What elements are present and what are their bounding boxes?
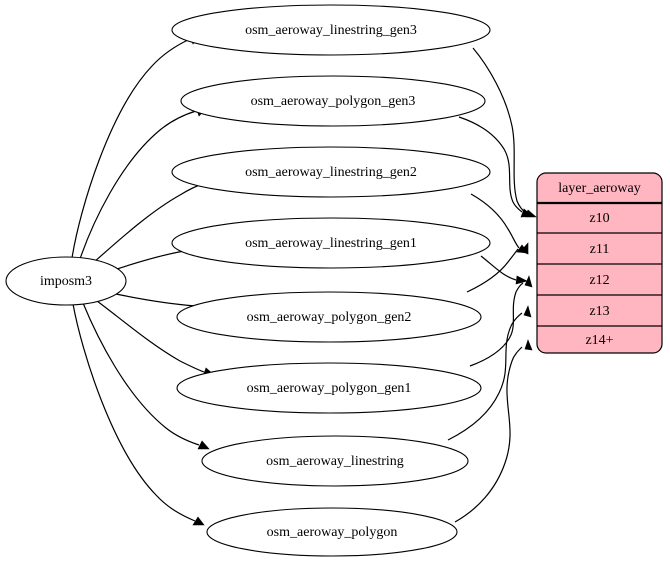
layer_aeroway-row-z10[interactable]: z10: [589, 211, 609, 226]
osm_aeroway_linestring_gen3-label: osm_aeroway_linestring_gen3: [245, 23, 417, 38]
osm_aeroway_linestring_gen1-label: osm_aeroway_linestring_gen1: [245, 236, 417, 251]
osm_aeroway_polygon-ellipse[interactable]: [206, 507, 458, 557]
osm_aeroway_polygon_gen3-label: osm_aeroway_polygon_gen3: [251, 94, 416, 109]
osm_aeroway_polygon_gen1-ellipse[interactable]: [176, 362, 482, 414]
node-imposm3[interactable]: imposm3: [5, 256, 127, 306]
osm_aeroway_linestring-label: osm_aeroway_linestring: [266, 454, 404, 469]
node-osm_aeroway_polygon_gen1[interactable]: osm_aeroway_polygon_gen1: [176, 362, 482, 414]
node-osm_aeroway_polygon_gen2[interactable]: osm_aeroway_polygon_gen2: [176, 291, 482, 343]
node-osm_aeroway_polygon[interactable]: osm_aeroway_polygon: [206, 507, 458, 557]
osm_aeroway_polygon_gen2-ellipse[interactable]: [176, 291, 482, 343]
osm_aeroway_linestring_gen3-ellipse[interactable]: [171, 4, 491, 56]
node-osm_aeroway_linestring[interactable]: osm_aeroway_linestring: [201, 435, 469, 487]
edge-osm_aeroway_polygon-to-z14: [454, 339, 533, 523]
osm_aeroway_linestring_gen1-ellipse[interactable]: [171, 217, 491, 269]
node-osm_aeroway_linestring_gen3[interactable]: osm_aeroway_linestring_gen3: [171, 4, 491, 56]
node-osm_aeroway_linestring_gen2[interactable]: osm_aeroway_linestring_gen2: [171, 146, 491, 198]
osm_aeroway_polygon_gen2-label: osm_aeroway_polygon_gen2: [247, 310, 412, 325]
edge-osm_aeroway_linestring_gen3-to-z10: [472, 47, 537, 218]
osm_aeroway_linestring_gen2-ellipse[interactable]: [171, 146, 491, 198]
edge-osm_aeroway_linestring-to-z13: [447, 305, 532, 441]
node-osm_aeroway_polygon_gen3[interactable]: osm_aeroway_polygon_gen3: [180, 75, 486, 127]
osm_aeroway_polygon_gen3-ellipse[interactable]: [180, 75, 486, 127]
edge-osm_aeroway_polygon_gen2-to-z11: [466, 242, 529, 293]
osm_aeroway_polygon-label: osm_aeroway_polygon: [267, 525, 398, 540]
layer_aeroway-row-z11[interactable]: z11: [590, 242, 610, 257]
edges-to-layer-aeroway: [447, 47, 537, 523]
osm_aeroway_linestring-ellipse[interactable]: [201, 435, 469, 487]
node-layer_aeroway[interactable]: layer_aeroway z10 z11 z12 z13 z14+: [536, 172, 663, 354]
layer_aeroway-body[interactable]: [536, 172, 663, 354]
imposm3-label: imposm3: [40, 274, 92, 289]
layer_aeroway-header-label: layer_aeroway: [558, 181, 640, 196]
edge-imposm3-to-osm_aeroway_linestring_gen3: [71, 33, 201, 259]
layer_aeroway-row-z14[interactable]: z14+: [585, 333, 613, 348]
osm_aeroway_polygon_gen1-label: osm_aeroway_polygon_gen1: [247, 381, 412, 396]
edge-osm_aeroway_linestring_gen1-to-z12: [480, 255, 528, 285]
layer_aeroway-row-z12[interactable]: z12: [589, 273, 609, 288]
layer_aeroway-row-z13[interactable]: z13: [589, 304, 609, 319]
edge-osm_aeroway_polygon_gen3-to-z10: [458, 116, 533, 218]
edge-osm_aeroway_polygon_gen1-to-z12: [469, 275, 533, 367]
imposm3-ellipse[interactable]: [5, 256, 127, 306]
edge-imposm3-to-osm_aeroway_linestring: [82, 302, 210, 450]
node-osm_aeroway_linestring_gen1[interactable]: osm_aeroway_linestring_gen1: [171, 217, 491, 269]
osm_aeroway_linestring_gen2-label: osm_aeroway_linestring_gen2: [245, 165, 417, 180]
edge-imposm3-to-osm_aeroway_polygon: [72, 303, 205, 526]
